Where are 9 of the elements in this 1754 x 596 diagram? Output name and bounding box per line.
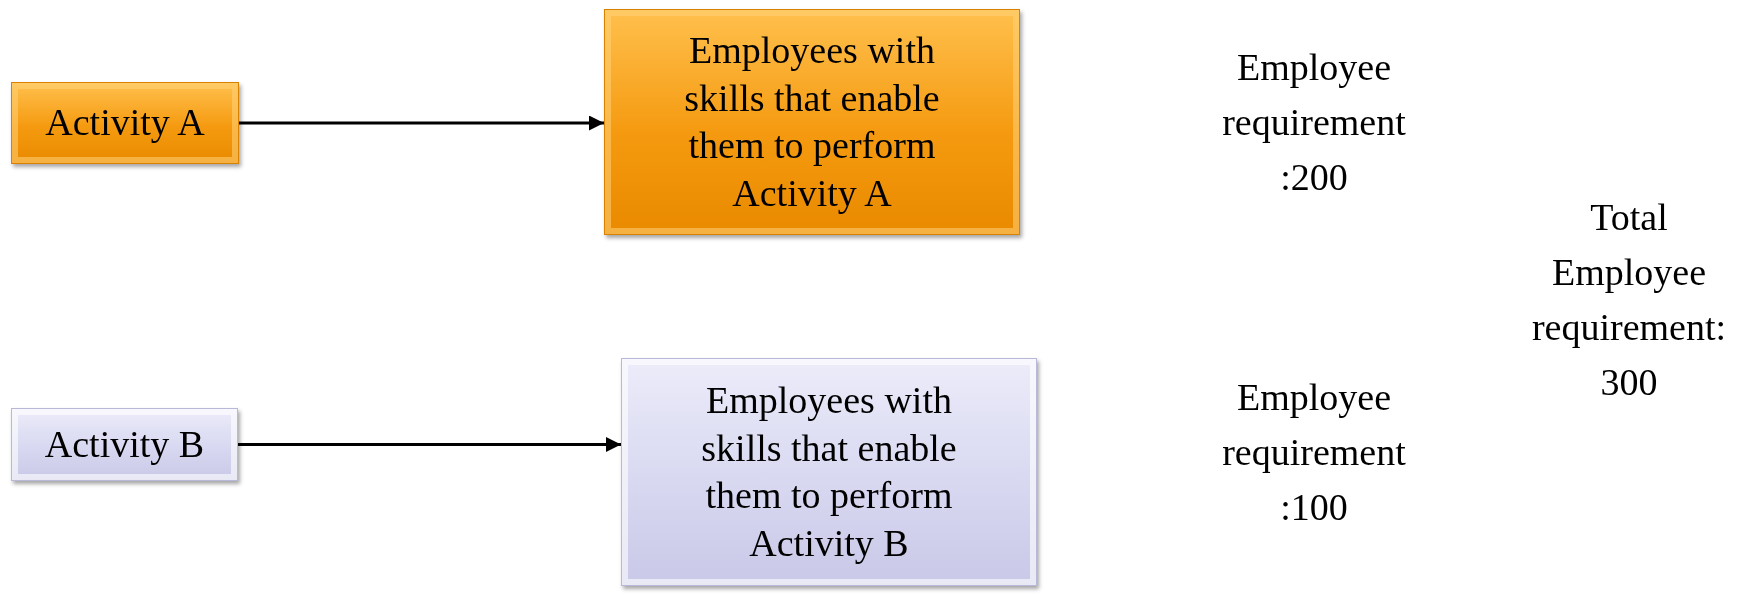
activity-box: Activity A [11, 82, 239, 164]
activity-box: Activity B [11, 408, 238, 481]
requirement-label: Employee requirement :100 [1221, 375, 1407, 531]
requirement-label: Total Employee requirement: 300 [1530, 195, 1728, 406]
requirement-label: Employee requirement :200 [1221, 45, 1407, 201]
process-box: Employees with skills that enable them to perform Activity A [604, 9, 1020, 235]
arrow [239, 115, 604, 131]
process-box: Employees with skills that enable them to perform Activity B [621, 358, 1037, 586]
arrow [238, 437, 621, 452]
